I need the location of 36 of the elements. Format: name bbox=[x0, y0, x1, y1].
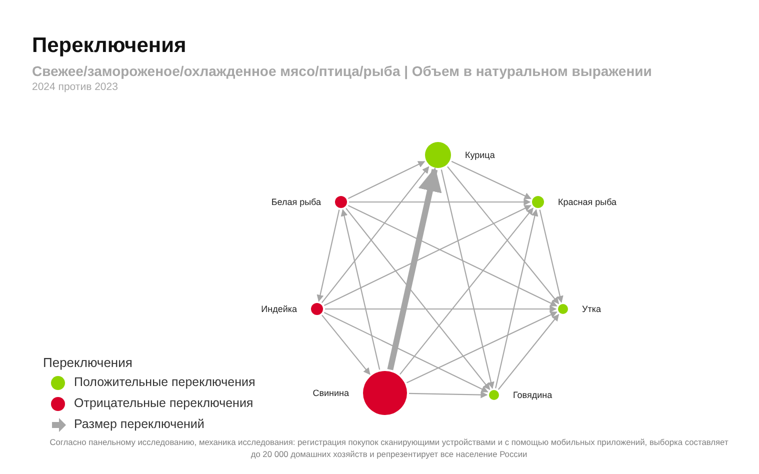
arrow bbox=[349, 198, 531, 206]
arrow bbox=[495, 209, 538, 388]
legend-label: Отрицательные переключения bbox=[74, 396, 254, 410]
arrow bbox=[451, 160, 532, 200]
arrow bbox=[498, 314, 560, 390]
arrow bbox=[324, 205, 532, 306]
arrow bbox=[406, 312, 558, 384]
node-label: Свинина bbox=[312, 388, 349, 398]
arrow bbox=[316, 210, 340, 302]
arrow bbox=[321, 166, 430, 304]
arrow bbox=[348, 205, 558, 306]
arrow bbox=[325, 306, 557, 312]
date-range-note: 2024 против 2023 bbox=[32, 81, 118, 93]
arrow bbox=[340, 209, 380, 370]
node-label: Говядина bbox=[513, 390, 552, 400]
legend-label: Положительные переключения bbox=[74, 375, 256, 389]
node-label: Индейка bbox=[261, 304, 297, 314]
legend-label: Размер переключений bbox=[74, 417, 204, 431]
node-label: Утка bbox=[582, 304, 601, 314]
node-label: Курица bbox=[465, 150, 495, 160]
title: Переключения bbox=[32, 34, 186, 58]
node-label: Красная рыба bbox=[558, 197, 617, 207]
arrow bbox=[322, 314, 370, 375]
legend-title: Переключения bbox=[43, 355, 132, 370]
footnote: Согласно панельному исследованию, механика исследования: регистрация покупок сканирующими устройствами и с помощью мобильных приложений, выборка составляет до 20 000 домашних хозяйств и репрезентирует все население России bbox=[48, 436, 730, 460]
arrow bbox=[348, 161, 426, 199]
arrow bbox=[440, 169, 494, 389]
thick-arrow bbox=[387, 167, 442, 370]
subtitle: Свежее/замороженое/охлажденное мясо/птица/рыба | Объем в натуральном выражении bbox=[32, 63, 652, 79]
arrow bbox=[346, 208, 490, 390]
arrow bbox=[539, 210, 564, 303]
node-label: Белая рыба bbox=[271, 197, 321, 207]
arrow bbox=[400, 208, 534, 375]
arrow bbox=[408, 391, 488, 398]
arrow bbox=[324, 312, 488, 392]
arrow bbox=[447, 166, 560, 304]
